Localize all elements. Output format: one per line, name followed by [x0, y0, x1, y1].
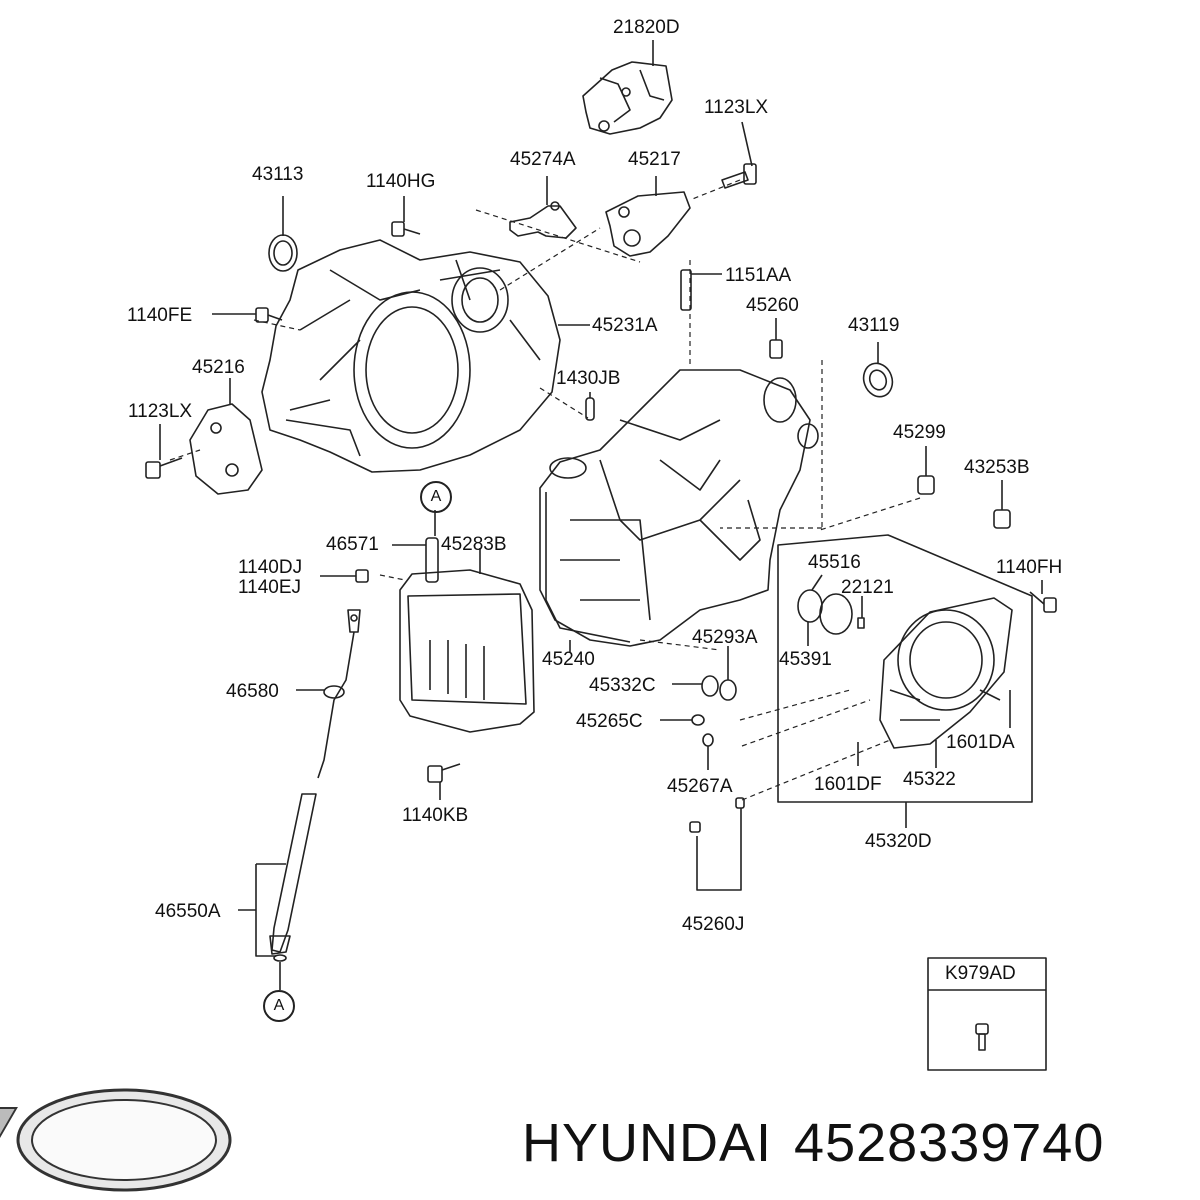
- label-43253B: 43253B: [964, 457, 1030, 478]
- plug-22121: [857, 596, 865, 629]
- label-45231A: 45231A: [592, 315, 658, 336]
- pipe-46571: [392, 537, 439, 583]
- label-45216: 45216: [192, 357, 245, 378]
- label-1430JB: 1430JB: [556, 368, 621, 389]
- plug-45260: [769, 318, 783, 359]
- bolt-1140FH: [1029, 580, 1057, 613]
- bolt-1140FE: [212, 307, 283, 323]
- label-46571: 46571: [326, 534, 379, 555]
- label-22121: 22121: [841, 577, 894, 598]
- o-ring-45391: [807, 593, 853, 646]
- drain-bolt-1140KB: [427, 763, 461, 800]
- label-45320D: 45320D: [865, 831, 932, 852]
- o-ring-45267A: [702, 733, 714, 770]
- label-1140DJ: 1140DJ: [238, 557, 303, 578]
- oil-seal-43113: [268, 196, 298, 272]
- transaxle-case-45240: [539, 369, 819, 652]
- label-1123LX-left: 1123LX: [128, 401, 193, 422]
- label-1601DF: 1601DF: [814, 774, 882, 795]
- reference-circle-a-top: A: [420, 481, 452, 513]
- bushing-43253B: [993, 480, 1011, 529]
- o-ring-45265C: [660, 714, 705, 726]
- label-45274A: 45274A: [510, 149, 576, 170]
- label-1140HG: 1140HG: [366, 171, 436, 192]
- label-45516: 45516: [808, 552, 861, 573]
- rear-cover-assembly-box: [777, 534, 1033, 803]
- part-number: 4528339740: [794, 1113, 1105, 1173]
- label-K979AD: K979AD: [945, 963, 1016, 984]
- brand-name: HYUNDAI: [522, 1113, 773, 1173]
- o-ring-45516: [797, 574, 823, 623]
- bracket-45217: [605, 176, 691, 257]
- label-1601DA: 1601DA: [946, 732, 1015, 753]
- plug-45260J: [689, 797, 745, 891]
- label-1140KB: 1140KB: [402, 805, 469, 826]
- label-1140EJ: 1140EJ: [238, 577, 302, 598]
- k979ad-legend-box: [927, 957, 1047, 1071]
- bolt-1140HG: [391, 196, 421, 237]
- reference-circle-a-bottom: A: [263, 990, 295, 1022]
- bolt-1140DJ: [320, 569, 369, 583]
- stud-1151AA: [680, 269, 722, 311]
- label-45299: 45299: [893, 422, 946, 443]
- bracket-45274A: [509, 176, 577, 239]
- dipstick-46580: [296, 609, 361, 779]
- label-45240: 45240: [542, 649, 595, 670]
- label-45322: 45322: [903, 769, 956, 790]
- label-46550A: 46550A: [155, 901, 221, 922]
- label-45283B: 45283B: [441, 534, 507, 555]
- label-1140FE: 1140FE: [127, 305, 193, 326]
- label-43119: 43119: [848, 315, 900, 336]
- label-1123LX-top: 1123LX: [704, 97, 769, 118]
- label-45217: 45217: [628, 149, 681, 170]
- brand-caption: HYUNDAI 4528339740: [522, 1112, 1126, 1174]
- dipstick-tube-46550A: [238, 793, 317, 990]
- label-45267A: 45267A: [667, 776, 733, 797]
- oil-seal-43119: [862, 342, 894, 398]
- label-1151AA: 1151AA: [725, 265, 792, 286]
- bolt-1123LX-top: [721, 121, 757, 189]
- hyundai-logo: [0, 1088, 232, 1192]
- label-43113: 43113: [252, 164, 304, 185]
- bracket-45216: [189, 378, 263, 495]
- bolt-1123LX-left: [145, 424, 183, 479]
- oil-pan-45283B: [399, 548, 535, 733]
- label-45293A: 45293A: [692, 627, 758, 648]
- label-45260: 45260: [746, 295, 799, 316]
- label-1140FH: 1140FH: [996, 557, 1063, 578]
- label-45332C: 45332C: [589, 675, 656, 696]
- rear-cover-45322: [879, 597, 1013, 768]
- label-45265C: 45265C: [576, 711, 643, 732]
- label-46580: 46580: [226, 681, 279, 702]
- label-45260J: 45260J: [682, 914, 745, 935]
- label-45391: 45391: [779, 649, 832, 670]
- mounting-bracket-21820D: [582, 40, 673, 135]
- o-ring-45332C: [672, 646, 737, 701]
- converter-housing-45231A: [261, 239, 590, 473]
- label-21820D: 21820D: [613, 17, 680, 38]
- bushing-45299: [917, 446, 935, 495]
- pin-1430JB: [585, 392, 595, 421]
